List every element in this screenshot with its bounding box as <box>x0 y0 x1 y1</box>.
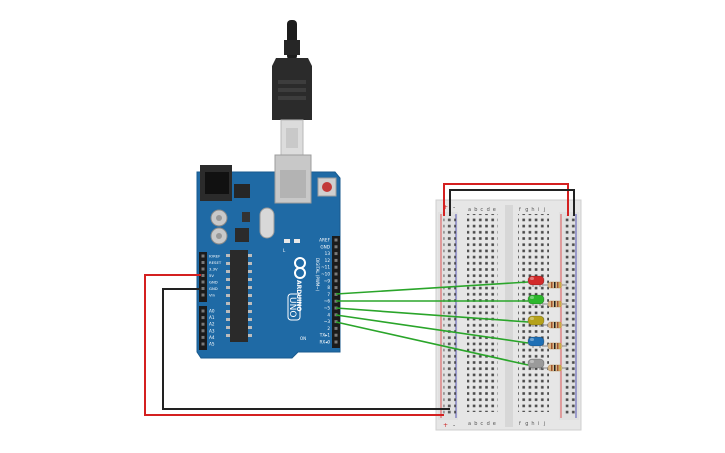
breadboard-column-label: j <box>543 421 545 427</box>
digital-pin-label: 4 <box>327 312 330 317</box>
breadboard-column-label: b <box>474 421 477 427</box>
led-label-l: L <box>283 248 286 253</box>
power-pin-label: IOREF <box>209 254 220 259</box>
resistor[interactable] <box>542 321 567 329</box>
led[interactable] <box>527 358 545 370</box>
signal-wire <box>335 281 529 295</box>
breadboard-column-label: i <box>538 421 539 427</box>
breadboard-column-label: a <box>468 421 471 427</box>
atmega-chip <box>230 250 248 342</box>
analog-pin-label: A5 <box>209 342 215 347</box>
resistor[interactable] <box>542 281 567 289</box>
rail-plus-bottom: + <box>443 422 448 429</box>
power-pin-label: 5V <box>209 273 214 278</box>
led[interactable] <box>527 315 545 327</box>
led[interactable] <box>527 275 545 287</box>
breadboard-column-label: c <box>480 207 483 213</box>
power-pin-label: GND <box>209 280 218 285</box>
led[interactable] <box>527 336 545 348</box>
board-model-label: UNO <box>287 293 301 321</box>
crystal-oscillator <box>259 207 275 239</box>
signal-wire <box>335 314 529 344</box>
digital-header-label: DIGITAL (PWM~) <box>315 258 320 292</box>
usb-cable <box>272 20 312 159</box>
breadboard-column-label: f <box>519 421 521 427</box>
resistor[interactable] <box>542 342 567 350</box>
digital-pin-label: ~11 <box>321 265 330 270</box>
wires <box>144 183 575 416</box>
power-wire <box>144 274 444 416</box>
digital-pin-label: ~10 <box>321 272 330 277</box>
breadboard-column-label: g <box>525 207 528 213</box>
svg-text:UNO: UNO <box>287 297 297 317</box>
breadboard-column-label: f <box>519 207 521 213</box>
breadboard-column-label: g <box>525 421 528 427</box>
rail-minus-bottom: - <box>453 422 455 429</box>
power-pin-label: RESET <box>209 260 222 265</box>
components <box>527 275 567 372</box>
analog-pin-label: A0 <box>209 309 215 314</box>
digital-pin-label: ~6 <box>324 299 331 304</box>
digital-pin-label: ~3 <box>324 319 331 324</box>
voltage-regulator <box>234 184 250 198</box>
digital-pin-label: 12 <box>325 258 331 263</box>
resistor[interactable] <box>542 300 567 308</box>
digital-header <box>332 236 340 348</box>
analog-header <box>199 306 207 350</box>
breadboard-column-label: e <box>493 207 496 213</box>
breadboard-column-label: e <box>493 421 496 427</box>
ground-wire <box>449 189 575 216</box>
digital-pin-label: 8 <box>327 285 330 290</box>
digital-pin-label: AREF <box>319 238 330 243</box>
breadboard-column-label: a <box>468 207 471 213</box>
resistor[interactable] <box>542 364 567 372</box>
digital-pin-label: 7 <box>327 292 330 297</box>
analog-pin-label: A3 <box>209 328 215 333</box>
digital-pin-label: ~9 <box>324 278 331 283</box>
breadboard-column-label: h <box>531 207 534 213</box>
power-pin-label: Vin <box>209 293 216 298</box>
power-wire <box>443 183 569 216</box>
digital-pin-label: 13 <box>325 251 331 256</box>
ground-wire <box>162 288 450 410</box>
breadboard-column-label: c <box>480 421 483 427</box>
led[interactable] <box>527 294 545 306</box>
analog-pin-label: A4 <box>209 335 215 340</box>
power-pin-label: 3.3V <box>209 267 218 272</box>
digital-pin-label: 2 <box>327 326 330 331</box>
digital-pin-label: ~5 <box>324 306 331 311</box>
analog-pin-label: A1 <box>209 315 215 320</box>
power-pin-label: GND <box>209 286 218 291</box>
center-channel <box>505 205 513 427</box>
breadboard-column-label: b <box>474 207 477 213</box>
digital-pin-label: GND <box>320 244 330 249</box>
digital-pin-label: RX◂0 <box>319 340 330 345</box>
analog-pin-label: A2 <box>209 322 215 327</box>
signal-wire <box>335 307 529 323</box>
breadboard-column-label: d <box>487 207 490 213</box>
arduino-logo: ARDUINO <box>294 257 306 311</box>
breadboard-column-label: d <box>487 421 490 427</box>
digital-pin-label: TX▸1 <box>319 333 331 338</box>
breadboard-column-label: h <box>531 421 534 427</box>
rail-plus-top: + <box>443 204 448 211</box>
rail-minus-top: - <box>453 204 455 211</box>
signal-wire <box>335 321 529 366</box>
svg-text:ARDUINO: ARDUINO <box>295 280 302 311</box>
breadboard-column-label: j <box>543 207 545 213</box>
breadboard-column-label: i <box>538 207 539 213</box>
on-label: ON <box>300 336 306 341</box>
arduino-board[interactable]: L ON ARDUINO UNO AREFGND1312~11~10~987~6… <box>196 154 341 359</box>
